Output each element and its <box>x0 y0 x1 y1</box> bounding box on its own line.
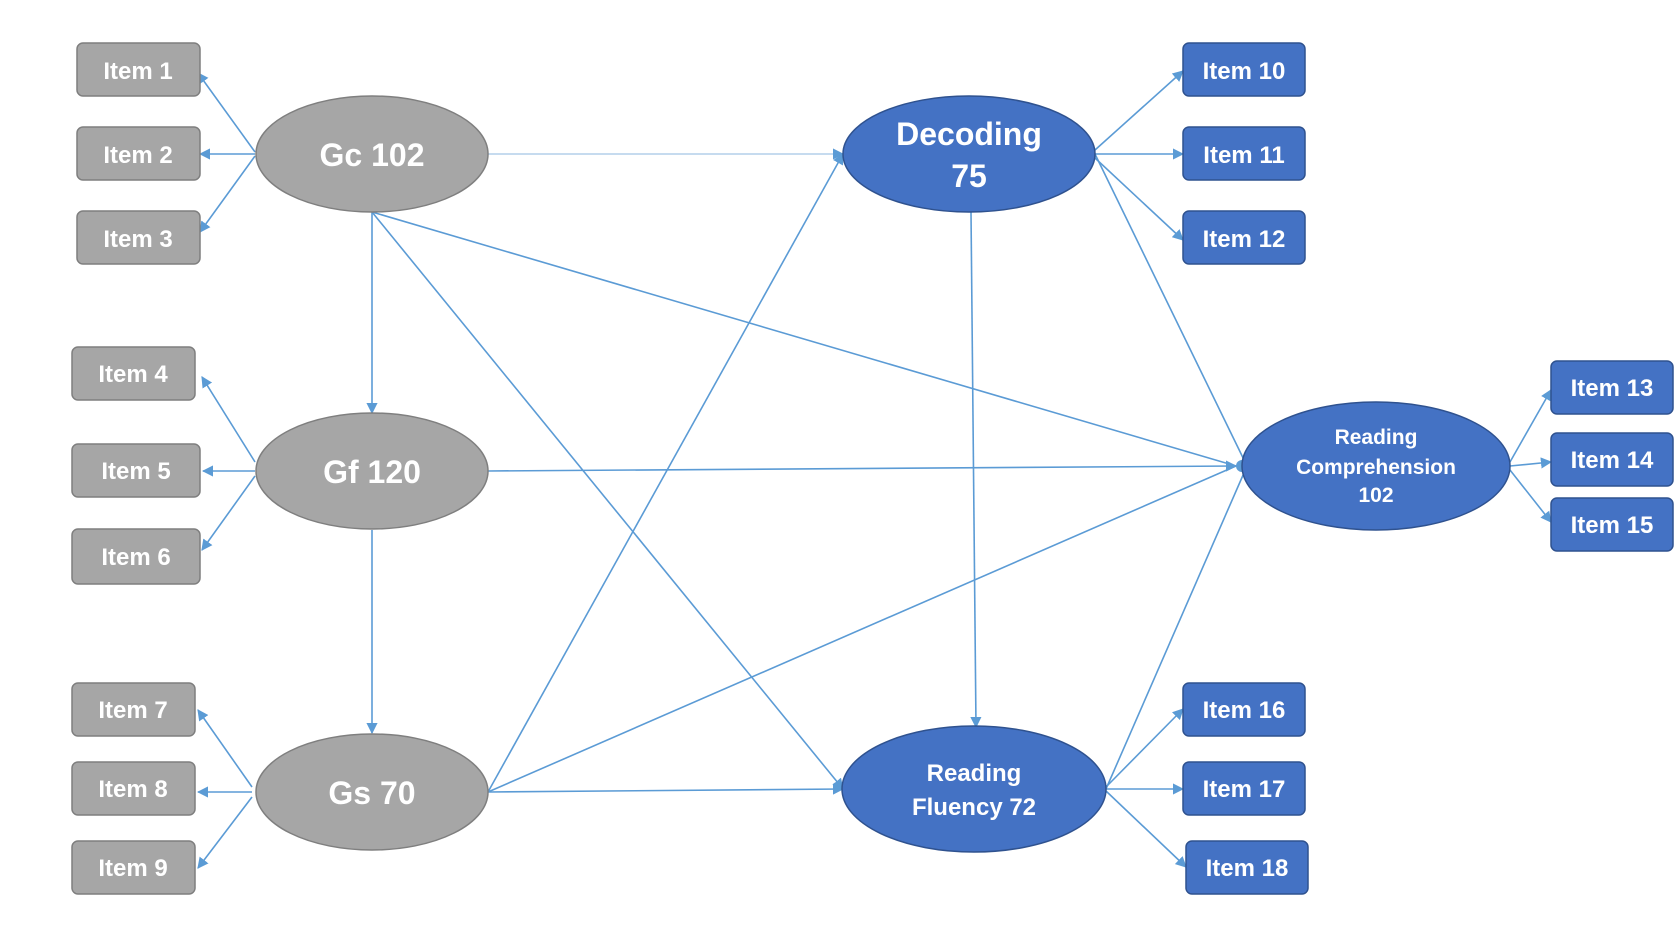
edge-gs-rc <box>487 465 1237 793</box>
item-box-9: Item 9 <box>71 840 196 895</box>
edge-decoding-rf <box>970 211 982 729</box>
edge-gs-item7 <box>197 709 253 788</box>
item-17-label: Item 17 <box>1203 776 1286 803</box>
item-box-5: Item 5 <box>71 443 201 498</box>
latent-gf-label: Gf 120 <box>323 454 421 490</box>
latent-rf-line1: Reading <box>927 760 1022 787</box>
edge-gc-rc <box>371 211 1237 467</box>
edge-rf-item16 <box>1105 708 1184 788</box>
latent-gc-label: Gc 102 <box>320 137 425 173</box>
edge-gc-rf <box>371 211 844 790</box>
item-box-18: Item 18 <box>1185 840 1309 895</box>
edge-gs-rf <box>487 783 845 795</box>
item-box-16: Item 16 <box>1182 682 1306 737</box>
item-4-label: Item 4 <box>98 361 168 388</box>
edge-gs-decoding <box>487 153 844 793</box>
edge-rf-item18 <box>1105 790 1187 868</box>
item-box-11: Item 11 <box>1182 126 1306 181</box>
item-18-label: Item 18 <box>1206 855 1289 882</box>
item-box-8: Item 8 <box>71 761 196 816</box>
item-box-7: Item 7 <box>71 682 196 737</box>
item-box-12: Item 12 <box>1182 210 1306 265</box>
latent-gs: Gs 70 <box>255 733 489 851</box>
edge-gc-item3 <box>199 155 256 233</box>
item-3-label: Item 3 <box>103 226 172 253</box>
item-box-1: Item 1 <box>76 42 201 97</box>
item-box-6: Item 6 <box>71 528 201 585</box>
item-7-label: Item 7 <box>98 697 167 724</box>
edge-gf-item6 <box>201 475 256 551</box>
edge-rf-rc <box>1105 465 1248 790</box>
item-box-14: Item 14 <box>1550 432 1674 487</box>
item-8-label: Item 8 <box>98 776 167 803</box>
item-15-label: Item 15 <box>1571 512 1654 539</box>
edge-decoding-item12 <box>1094 157 1184 241</box>
latent-reading-comprehension: Reading Comprehension 102 <box>1241 401 1511 531</box>
item-1-label: Item 1 <box>103 58 172 85</box>
edge-gc-item1 <box>197 72 256 153</box>
item-2-label: Item 2 <box>103 142 172 169</box>
edge-gf-rc <box>487 460 1238 472</box>
item-11-label: Item 11 <box>1203 142 1284 169</box>
item-box-17: Item 17 <box>1182 761 1306 816</box>
latent-rf-line2: Fluency 72 <box>912 794 1036 821</box>
latent-reading-fluency: Reading Fluency 72 <box>841 725 1107 853</box>
item-14-label: Item 14 <box>1571 447 1654 474</box>
item-12-label: Item 12 <box>1203 226 1286 253</box>
edge-rc-item13 <box>1509 389 1552 463</box>
item-box-4: Item 4 <box>71 346 196 401</box>
latent-decoding-line1: Decoding <box>896 116 1042 152</box>
latent-gf: Gf 120 <box>255 412 489 530</box>
item-13-label: Item 13 <box>1571 375 1654 402</box>
edge-decoding-item10 <box>1094 70 1184 151</box>
latent-gs-label: Gs 70 <box>328 775 415 811</box>
edge-rc-item14 <box>1509 457 1553 469</box>
latent-rc-line3: 102 <box>1358 484 1393 507</box>
item-box-2: Item 2 <box>76 126 201 181</box>
latent-gc: Gc 102 <box>255 95 489 213</box>
edge-decoding-rc <box>1094 153 1248 467</box>
latent-rc-line2: Comprehension <box>1296 456 1456 479</box>
item-box-15: Item 15 <box>1550 497 1674 552</box>
latent-decoding-line2: 75 <box>951 158 987 194</box>
item-box-10: Item 10 <box>1182 42 1306 97</box>
latent-rc-line1: Reading <box>1335 426 1418 449</box>
item-6-label: Item 6 <box>101 544 170 571</box>
latent-decoding: Decoding 75 <box>842 95 1096 213</box>
item-16-label: Item 16 <box>1203 697 1286 724</box>
item-5-label: Item 5 <box>101 458 170 485</box>
item-10-label: Item 10 <box>1203 58 1286 85</box>
edge-gs-item9 <box>197 796 253 869</box>
edges <box>196 70 1553 869</box>
edge-gf-item4 <box>201 376 256 463</box>
item-box-13: Item 13 <box>1550 360 1674 415</box>
item-9-label: Item 9 <box>98 855 167 882</box>
item-box-3: Item 3 <box>76 210 201 265</box>
edge-rc-item15 <box>1509 469 1552 523</box>
